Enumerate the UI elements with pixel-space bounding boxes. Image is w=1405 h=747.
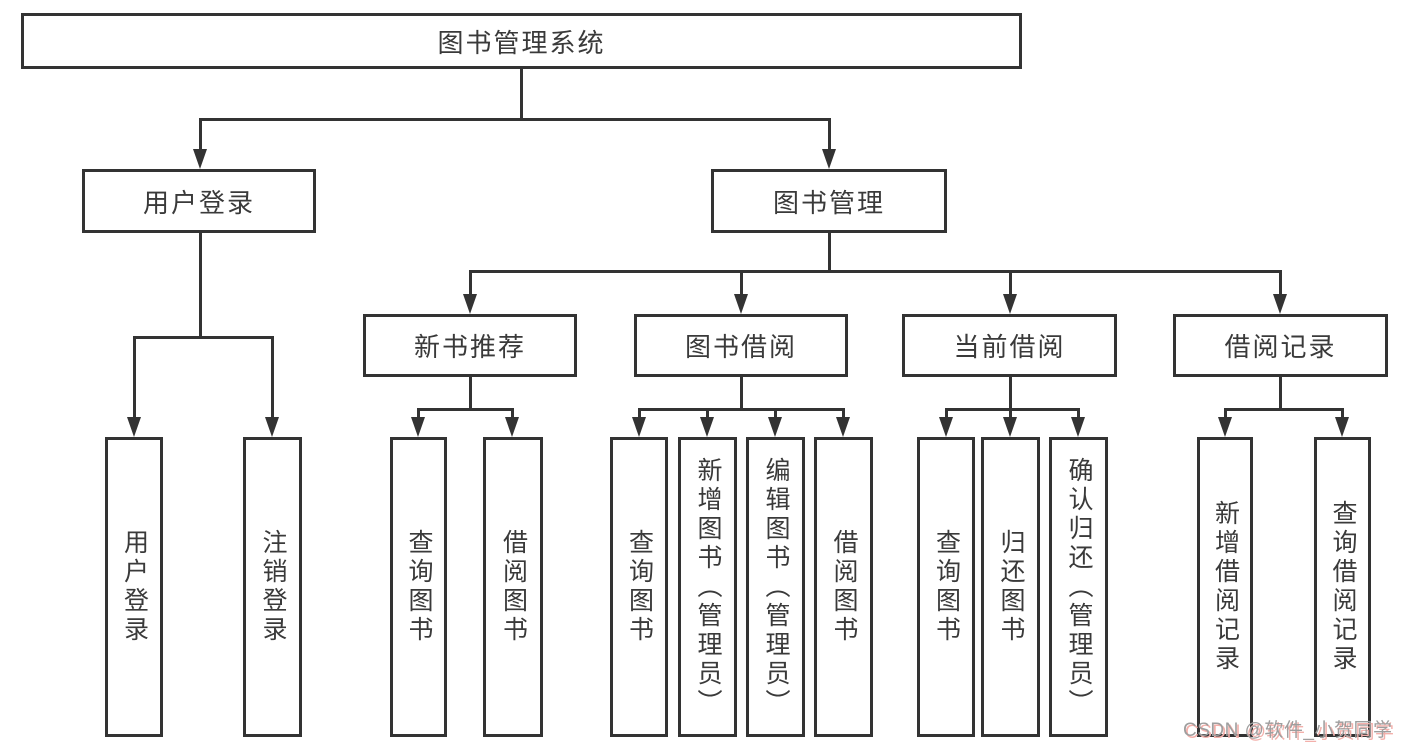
- leaf-user-login: 用户登录: [105, 437, 163, 737]
- leaf-edit-books-admin: 编辑图书（管理员）: [746, 437, 805, 737]
- node-book-management-label: 图书管理: [772, 187, 885, 218]
- connector-hline: [638, 408, 845, 411]
- connector-vline: [1077, 408, 1080, 421]
- arrow-down-icon: [939, 417, 953, 437]
- connector-vline: [740, 377, 743, 411]
- leaf-add-borrow-record: 新增借阅记录: [1197, 437, 1253, 737]
- arrow-down-icon: [1071, 417, 1085, 437]
- leaf-edit-books-admin-label: 编辑图书（管理员）: [762, 456, 790, 718]
- leaf-borrow-books-recommend-label: 借阅图书: [499, 529, 528, 645]
- connector-hline: [945, 408, 1080, 411]
- connector-vline: [1009, 270, 1012, 298]
- watermark: CSDN @软件_小贺同学: [1183, 720, 1393, 741]
- arrow-down-icon: [1273, 294, 1287, 314]
- node-borrowing-records: 借阅记录: [1173, 314, 1388, 377]
- node-new-book-recommend-label: 新书推荐: [413, 332, 526, 362]
- arrow-down-icon: [1003, 294, 1017, 314]
- leaf-borrow-books-borrowing: 借阅图书: [814, 437, 873, 737]
- connector-vline: [1009, 377, 1012, 411]
- connector-vline: [1279, 377, 1282, 411]
- connector-vline: [706, 408, 709, 421]
- connector-vline: [638, 408, 641, 421]
- connector-vline: [1279, 270, 1282, 298]
- connector-vline: [828, 118, 831, 153]
- node-user-login-module: 用户登录: [82, 169, 316, 233]
- connector-hline: [417, 408, 514, 411]
- node-current-borrowing: 当前借阅: [902, 314, 1117, 377]
- leaf-query-books-borrowing-label: 查询图书: [625, 529, 654, 645]
- arrow-down-icon: [632, 417, 646, 437]
- connector-vline: [511, 408, 514, 421]
- arrow-down-icon: [1335, 417, 1349, 437]
- leaf-confirm-return-admin: 确认归还（管理员）: [1049, 437, 1108, 737]
- leaf-borrow-books-recommend: 借阅图书: [483, 437, 543, 737]
- leaf-logout: 注销登录: [243, 437, 302, 737]
- arrow-down-icon: [265, 417, 279, 437]
- leaf-add-borrow-record-label: 新增借阅记录: [1211, 500, 1240, 674]
- connector-vline: [271, 336, 274, 421]
- leaf-add-books-admin: 新增图书（管理员）: [678, 437, 737, 737]
- connector-vline: [828, 233, 831, 273]
- node-book-management: 图书管理: [711, 169, 947, 233]
- arrow-down-icon: [411, 417, 425, 437]
- node-current-borrowing-label: 当前借阅: [953, 332, 1066, 362]
- connector-hline: [133, 336, 274, 339]
- connector-hline: [1224, 408, 1344, 411]
- connector-vline: [469, 377, 472, 411]
- connector-vline: [199, 118, 202, 153]
- arrow-down-icon: [768, 417, 782, 437]
- connector-vline: [520, 69, 523, 121]
- arrow-down-icon: [836, 417, 850, 437]
- leaf-user-login-label: 用户登录: [120, 529, 149, 645]
- arrow-down-icon: [700, 417, 714, 437]
- connector-vline: [1009, 408, 1012, 421]
- node-user-login-module-label: 用户登录: [142, 187, 255, 218]
- node-book-borrowing-label: 图书借阅: [684, 332, 797, 362]
- connector-vline: [133, 336, 136, 421]
- leaf-return-books-label: 归还图书: [997, 529, 1025, 645]
- node-book-borrowing: 图书借阅: [634, 314, 848, 377]
- connector-hline: [469, 270, 1282, 273]
- node-new-book-recommend: 新书推荐: [363, 314, 577, 377]
- node-borrowing-records-label: 借阅记录: [1224, 332, 1337, 362]
- connector-vline: [774, 408, 777, 421]
- node-root-label: 图书管理系统: [437, 27, 606, 58]
- arrow-down-icon: [1218, 417, 1232, 437]
- arrow-down-icon: [1003, 417, 1017, 437]
- leaf-query-books-current-label: 查询图书: [932, 529, 961, 645]
- leaf-query-books-borrowing: 查询图书: [610, 437, 668, 737]
- connector-vline: [417, 408, 420, 421]
- leaf-query-books-recommend: 查询图书: [390, 437, 447, 737]
- arrow-down-icon: [463, 294, 477, 314]
- connector-vline: [945, 408, 948, 421]
- connector-vline: [199, 233, 202, 339]
- leaf-logout-label: 注销登录: [259, 529, 287, 645]
- leaf-return-books: 归还图书: [981, 437, 1040, 737]
- arrow-down-icon: [505, 417, 519, 437]
- leaf-add-books-admin-label: 新增图书（管理员）: [694, 456, 722, 718]
- leaf-query-borrow-record-label: 查询借阅记录: [1329, 500, 1357, 674]
- leaf-borrow-books-borrowing-label: 借阅图书: [830, 529, 858, 645]
- connector-hline: [199, 118, 830, 121]
- leaf-query-books-recommend-label: 查询图书: [405, 529, 433, 645]
- leaf-query-borrow-record: 查询借阅记录: [1314, 437, 1371, 737]
- arrow-down-icon: [127, 417, 141, 437]
- node-root: 图书管理系统: [21, 13, 1022, 69]
- arrow-down-icon: [822, 149, 836, 169]
- connector-vline: [740, 270, 743, 298]
- leaf-confirm-return-admin-label: 确认归还（管理员）: [1065, 456, 1093, 718]
- connector-vline: [1341, 408, 1344, 421]
- connector-vline: [1224, 408, 1227, 421]
- connector-vline: [469, 270, 472, 298]
- leaf-query-books-current: 查询图书: [917, 437, 975, 737]
- arrow-down-icon: [734, 294, 748, 314]
- arrow-down-icon: [193, 149, 207, 169]
- connector-vline: [842, 408, 845, 421]
